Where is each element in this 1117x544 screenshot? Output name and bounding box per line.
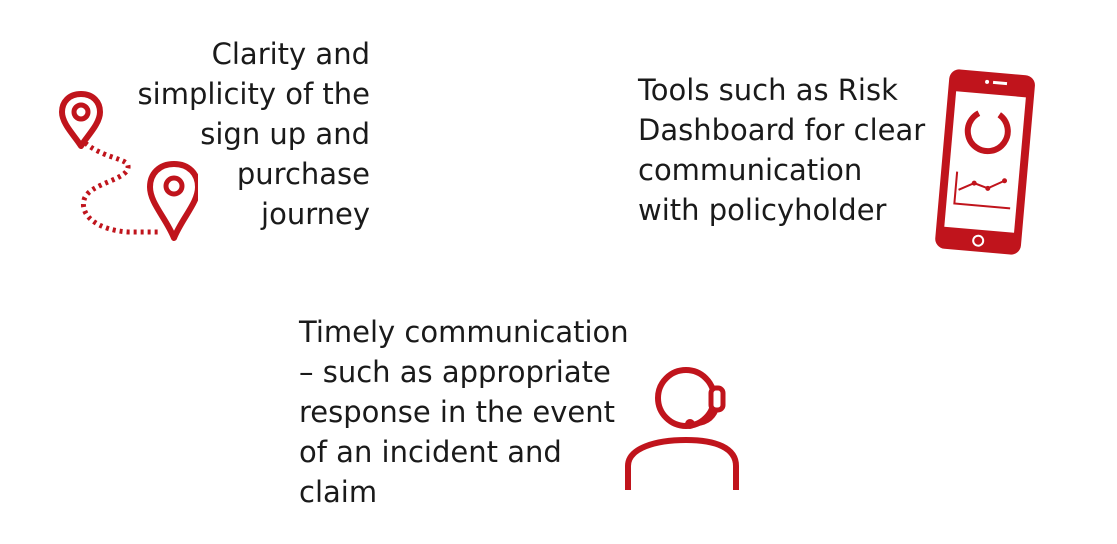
timely-text-line: – such as appropriate bbox=[299, 355, 611, 389]
timely-text-line: claim bbox=[299, 475, 378, 509]
tools-text-line: Dashboard for clear bbox=[638, 113, 926, 147]
timely-text-line: of an incident and bbox=[299, 435, 562, 469]
journey-text-block: Clarity and simplicity of the sign up an… bbox=[120, 34, 370, 234]
tools-text-line: with policyholder bbox=[638, 193, 887, 227]
tools-text-line: Tools such as Risk bbox=[638, 73, 898, 107]
journey-text-line: simplicity of the bbox=[137, 77, 370, 111]
tools-text-block: Tools such as Risk Dashboard for clear c… bbox=[638, 70, 925, 230]
timely-text-line: response in the event bbox=[299, 395, 615, 429]
headset-agent-icon bbox=[616, 358, 746, 502]
journey-text-line: Clarity and bbox=[211, 37, 370, 71]
timely-text-block: Timely communication – such as appropria… bbox=[299, 312, 629, 512]
map-route-pins-icon bbox=[58, 88, 201, 247]
tools-text-line: communication bbox=[638, 153, 863, 187]
timely-text-line: Timely communication bbox=[299, 315, 629, 349]
journey-text-line: sign up and bbox=[200, 117, 370, 151]
journey-text-line: journey bbox=[261, 197, 370, 231]
journey-text-line: purchase bbox=[236, 157, 370, 191]
smartphone-dashboard-icon bbox=[930, 66, 1040, 265]
